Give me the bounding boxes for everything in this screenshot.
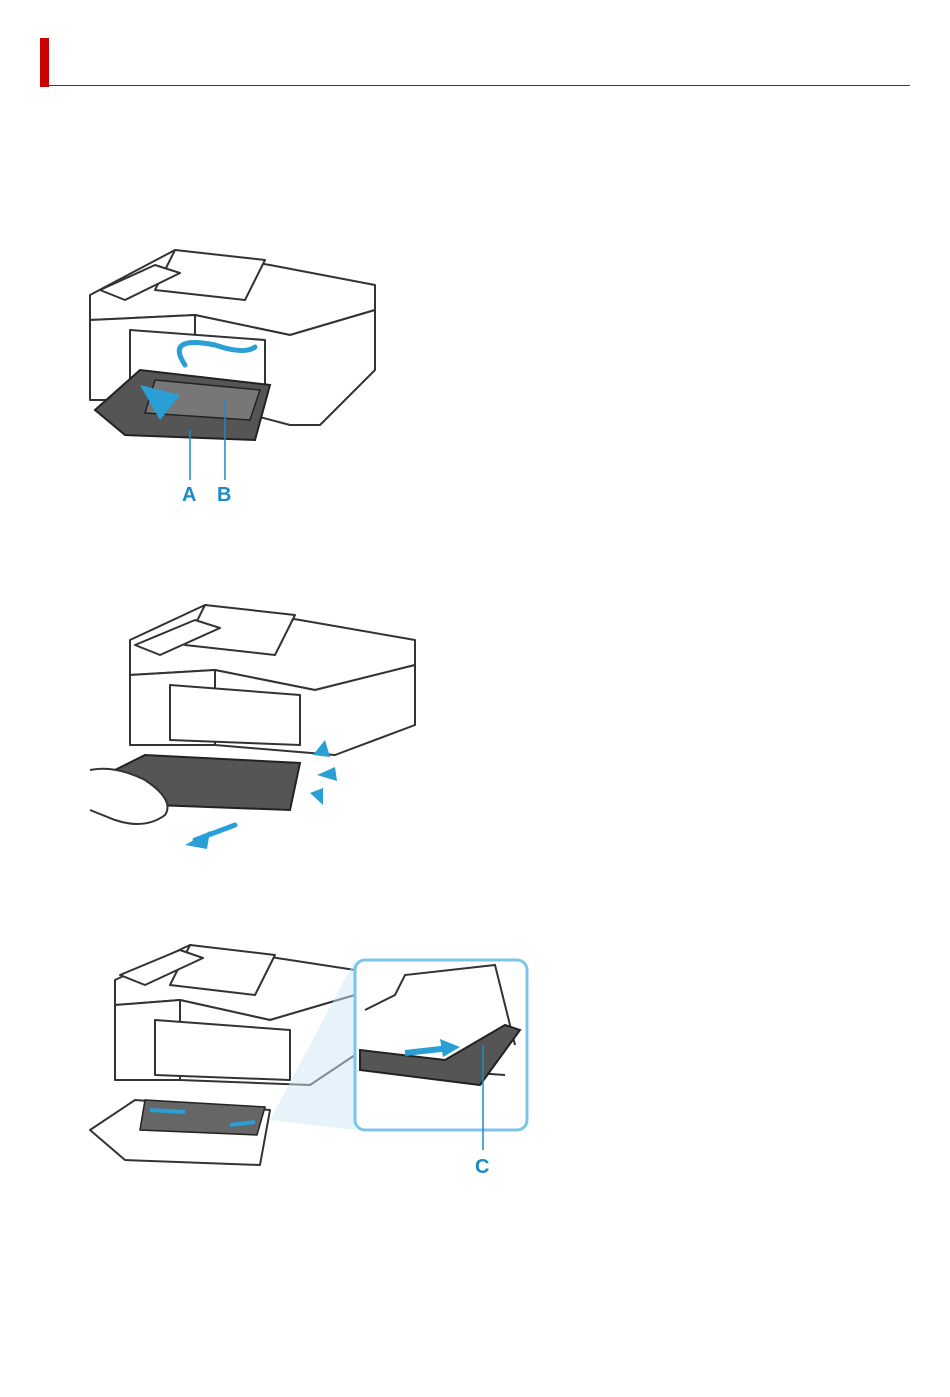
section-header-rule [40,85,910,86]
figure-open-cover: A B [85,235,385,515]
section-header-marker [40,38,49,87]
arrow-out-icon [185,831,210,849]
figure-pull-cassette [85,595,425,865]
figure-slide-guides: C [85,935,535,1185]
printer-illustration-1: A B [85,235,385,515]
indicator-icon [317,767,337,781]
callout-a: A [182,484,196,506]
indicator-icon [310,788,323,805]
callout-c: C [475,1156,489,1178]
callout-b: B [217,484,231,506]
printer-illustration-3: C [85,935,535,1185]
printer-illustration-2 [85,595,425,865]
